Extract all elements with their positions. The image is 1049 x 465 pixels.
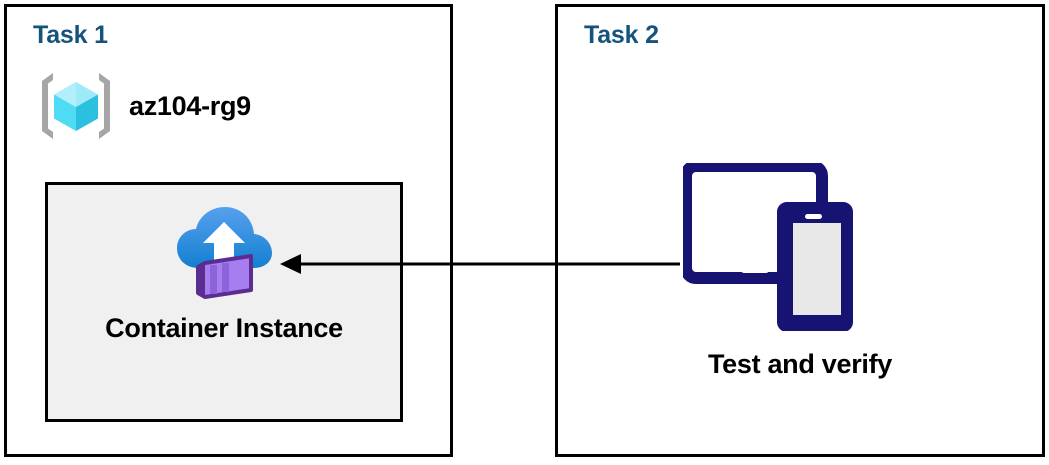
azure-container-instance-icon xyxy=(177,207,272,299)
azure-resource-group-icon xyxy=(42,73,110,139)
task-panel-1: Task 1 az104-rg9 xyxy=(4,4,453,457)
devices-tablet-phone-icon xyxy=(683,163,853,331)
test-and-verify-label: Test and verify xyxy=(707,349,893,379)
resource-group-row: az104-rg9 xyxy=(37,67,251,145)
resource-group-label: az104-rg9 xyxy=(129,90,251,121)
container-instance-label: Container Instance xyxy=(105,313,343,343)
panel-title-task1: Task 1 xyxy=(33,21,108,49)
container-instance-box: Container Instance xyxy=(45,182,403,422)
panel-title-task2: Task 2 xyxy=(584,21,659,49)
